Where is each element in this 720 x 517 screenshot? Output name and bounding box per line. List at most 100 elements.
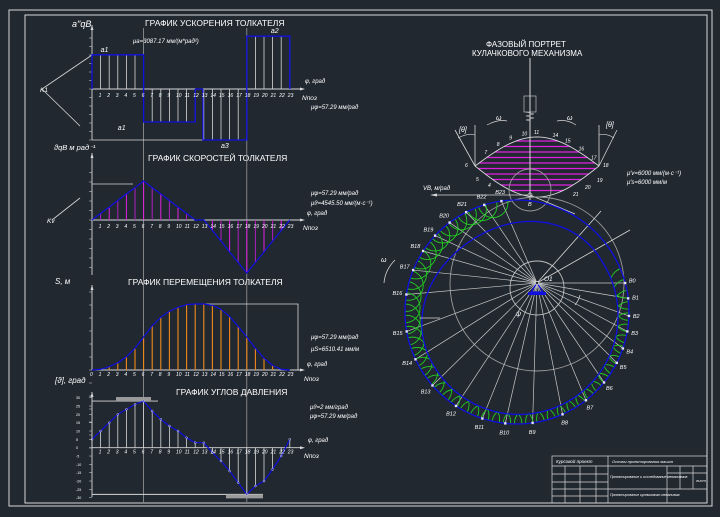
- cam-point-marker: [584, 399, 588, 402]
- pressure-y-tick-label: 30: [76, 396, 80, 400]
- phase-point-label: 7: [484, 150, 487, 156]
- displacement-position-label: 0: [90, 372, 93, 378]
- velocity-position-label: 16: [228, 224, 234, 230]
- cam-ray: [422, 250, 538, 284]
- cam-point-marker: [411, 268, 415, 272]
- velocity-position-label: 3: [116, 224, 119, 230]
- pressure-position-label: 4: [124, 450, 127, 456]
- pressure-position-label: 20: [261, 450, 268, 456]
- phase-point-label: 15: [565, 138, 571, 144]
- acceleration-point-label: a1: [101, 47, 109, 54]
- pressure-position-label: 22: [278, 450, 285, 456]
- cam-ray: [536, 282, 618, 364]
- pressure-point-marker: [245, 493, 249, 496]
- phase-point-label: 10: [522, 131, 528, 137]
- hatch-block-bottom: [226, 494, 263, 499]
- displacement-position-label: 13: [202, 372, 208, 378]
- cam-point-label: B12: [446, 412, 456, 418]
- pressure-position-label: 11: [185, 450, 190, 456]
- pressure-position-label: 16: [228, 450, 234, 456]
- pressure-point-marker: [202, 441, 206, 444]
- velocity-y-arrow-icon: [90, 153, 94, 158]
- title-block-course: Основы проектирования машин: [612, 459, 674, 464]
- cam-point-label: B17: [400, 265, 411, 271]
- cam-ray: [536, 282, 624, 349]
- displacement-position-label: 18: [245, 372, 251, 378]
- cam-ray: [432, 282, 538, 386]
- cam-point-label: B19: [424, 228, 434, 234]
- displacement-position-label: 12: [193, 372, 199, 378]
- cam-point-label: B5: [620, 365, 628, 371]
- cam-point-label: B8: [561, 421, 569, 427]
- pressure-point-marker: [142, 399, 145, 403]
- pressure-title: ГРАФИК УГЛОВ ДАВЛЕНИЯ: [176, 387, 287, 397]
- velocity-position-label: 5: [133, 224, 136, 230]
- velocity-position-label: 9: [167, 224, 170, 230]
- omega-right-arrow-icon: [556, 120, 577, 126]
- phase-point-label: 8: [497, 142, 500, 148]
- hatch-block-top: [116, 397, 151, 402]
- phase-point-label: 20: [584, 185, 591, 191]
- pressure-position-label: 1: [99, 450, 102, 456]
- pressure-point-marker: [254, 484, 257, 488]
- pressure-position-label: 6: [142, 450, 145, 456]
- cam-point-marker: [414, 358, 417, 361]
- velocity-position-label: 22: [278, 224, 285, 230]
- pressure-n-label: Nпоз: [304, 453, 319, 460]
- acceleration-position-label: 21: [270, 93, 277, 99]
- pressure-position-label: 9: [167, 450, 170, 456]
- acceleration-position-label: 6: [142, 93, 145, 99]
- displacement-title: ГРАФИК ПЕРЕМЕЩЕНИЯ ТОЛКАТЕЛЯ: [128, 277, 283, 287]
- velocity-phi-label: φ, град: [307, 211, 328, 217]
- pressure-y-tick-label: -10: [76, 463, 81, 467]
- velocity-position-label: 18: [245, 224, 251, 230]
- cam-ray-extended: [536, 210, 602, 284]
- title-block: [551, 455, 708, 504]
- theta-left-label: [θ]: [458, 127, 468, 134]
- cam-ray: [532, 282, 538, 423]
- acceleration-x-arrow-icon: [300, 87, 305, 91]
- phase-ray: [529, 194, 576, 215]
- acceleration-n-label: Nпоз: [302, 95, 317, 102]
- cam-point-label: B1: [632, 295, 639, 301]
- pressure-position-label: 5: [133, 450, 136, 456]
- phase-title-line2: КУЛАЧКОВОГО МЕХАНИЗМА: [472, 49, 583, 58]
- displacement-n-label: Nпоз: [304, 376, 319, 383]
- acceleration-ylabel: a′′qB: [72, 19, 91, 29]
- velocity-mu-phi: μφ=57.29 мм/рад: [310, 191, 359, 197]
- phase-point-label: 18: [603, 163, 609, 169]
- velocity-position-label: 10: [176, 224, 182, 230]
- velocity-position-label: 23: [287, 224, 294, 230]
- pressure-point-marker: [107, 421, 111, 424]
- pressure-y-arrow-icon: [90, 392, 94, 397]
- pressure-point-marker: [193, 441, 197, 444]
- displacement-position-label: 20: [261, 372, 268, 378]
- pressure-y-tick-label: -20: [76, 480, 81, 484]
- acceleration-position-label: 15: [219, 93, 225, 99]
- omega-left-arrow-icon: [486, 120, 508, 126]
- pressure-y-tick-label: 5: [76, 438, 78, 442]
- cam-ray: [415, 282, 538, 360]
- drawing-frame: [8, 9, 713, 507]
- acceleration-point-label: a1: [118, 125, 126, 132]
- pressure-x-arrow-icon: [300, 446, 305, 450]
- pressure-scale: μϑ=2 мм/град: [309, 405, 349, 411]
- cam-point-marker: [561, 413, 564, 416]
- acceleration-position-label: 23: [287, 93, 294, 99]
- vb-axis-label: VB, м/рад: [423, 186, 451, 192]
- pivot-ground-hatch-icon: [528, 292, 546, 295]
- acceleration-mu-phi: μφ=57.29 мм/рад: [310, 105, 359, 111]
- cam-point-marker: [481, 417, 484, 420]
- pressure-position-label: 13: [202, 450, 208, 456]
- phase-point-label: 16: [579, 147, 585, 153]
- cam-actual-profile: [421, 220, 619, 416]
- velocity-position-label: 19: [253, 224, 259, 230]
- acceleration-pole: K1: [40, 87, 48, 94]
- velocity-ylabel: ϑqB м рад⁻¹: [54, 143, 96, 152]
- acceleration-position-label: 10: [176, 93, 182, 99]
- cam-point-marker: [421, 249, 425, 253]
- cam-point-marker: [448, 221, 451, 224]
- velocity-position-label: 1: [99, 224, 102, 230]
